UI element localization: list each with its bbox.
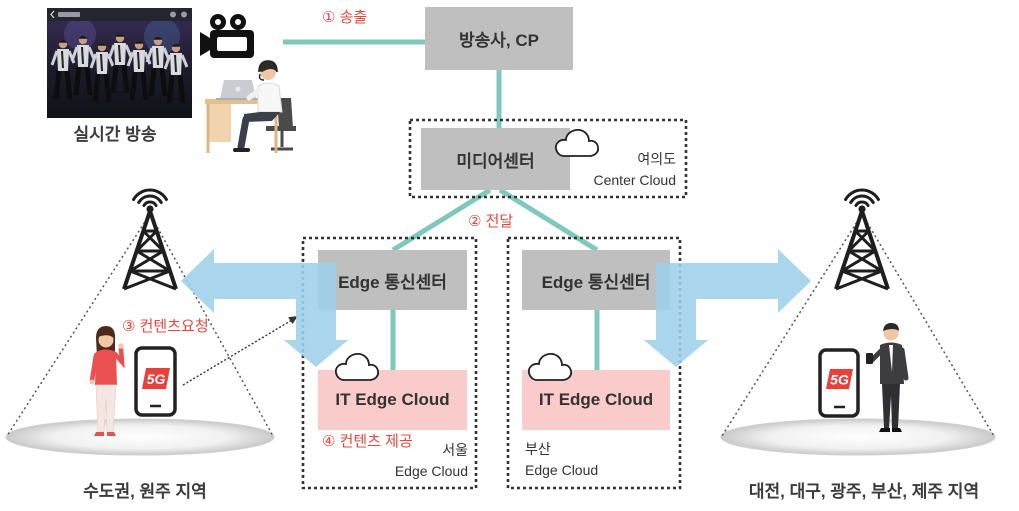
connection-lines [283,39,600,370]
step-broadcast-label: ① 송출 [322,9,368,26]
smartphone-5g-left-icon: 5G [134,346,177,417]
step-request-label: ③ 컨텐츠요청 [122,318,209,335]
broadcaster-label: 방송사, CP [459,31,539,50]
5g-badge [142,368,170,389]
it-edge-cloud-left-label: IT Edge Cloud [335,390,450,409]
step-provide-label: ④ 컨텐츠 제공 [322,433,413,450]
region-left-caption: 수도권, 원주 지역 [83,482,207,501]
media-center-zone [408,118,688,199]
media-center-location: 여의도 [637,151,676,167]
5g-badge [826,369,853,389]
line-media-to-edge-left [391,187,492,253]
it-edge-cloud-right-label: IT Edge Cloud [538,390,654,409]
region-right-caption: 대전, 대구, 광주, 부산, 제주 지역 [748,482,980,501]
edge-center-right-box: Edge 통신센터 [522,250,670,310]
live-broadcast-caption: 실시간 방송 [73,125,157,144]
it-edge-cloud-left-box: IT Edge Cloud [318,370,467,430]
broadcaster-box: 방송사, CP [425,7,573,70]
smartphone-5g-right-icon: 5G [818,348,860,418]
step-deliver-label: ② 전달 [468,213,514,230]
edge-center-left-box: Edge 통신센터 [318,250,467,310]
edge-right-location: 부산 [525,441,551,457]
woman-user-figure [89,326,125,436]
it-edge-cloud-right-box: IT Edge Cloud [522,370,670,430]
live-broadcast-thumbnail [47,8,192,118]
broadcaster-desk-illustration [205,60,296,153]
man-user-figure [866,323,909,432]
5g-badge-label: 5G [830,372,849,388]
edge-center-left-label: Edge 통신센터 [338,272,447,292]
media-center-label: 미디어센터 [456,151,535,171]
video-camera-icon [200,14,254,58]
edge-left-location: 서울 [442,442,468,458]
media-center-box: 미디어센터 [421,128,570,190]
5g-badge-label: 5G [147,371,166,387]
edge-left-cloud-type: Edge Cloud [394,463,468,479]
media-center-cloud-type: Center Cloud [593,172,677,188]
coverage-area-left [5,213,275,456]
edge-right-cloud-type: Edge Cloud [525,462,599,478]
edge-center-right-label: Edge 통신센터 [541,272,651,292]
line-media-to-edge-right [498,187,599,253]
